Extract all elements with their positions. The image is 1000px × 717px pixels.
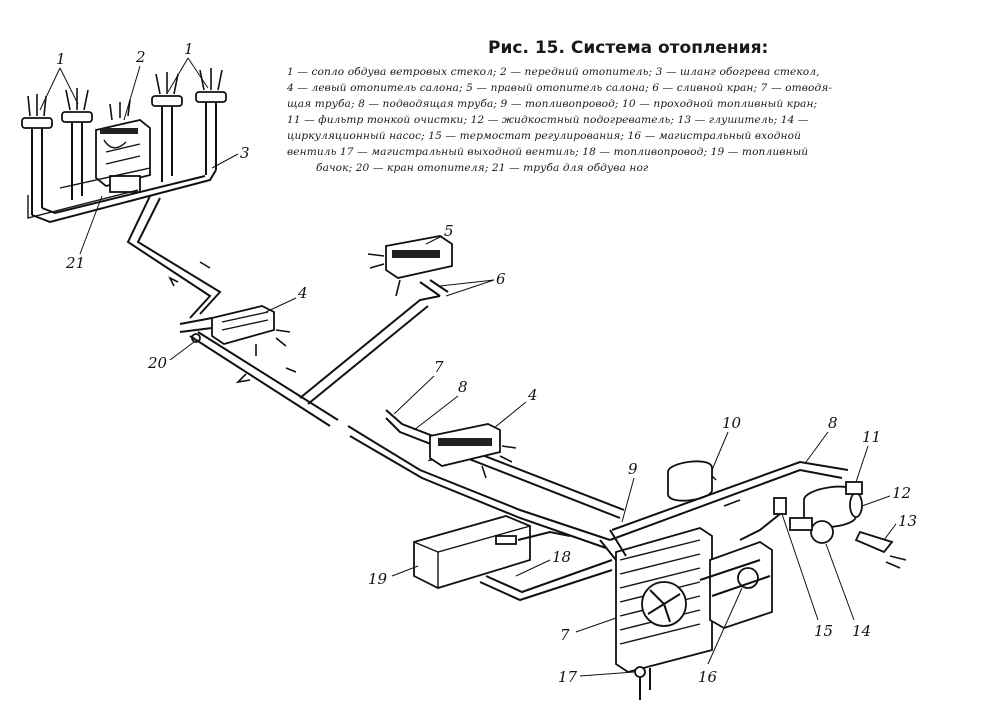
label-19: 19 bbox=[368, 570, 388, 588]
front-heater bbox=[95, 119, 151, 193]
windshield-nozzle-right bbox=[151, 95, 183, 182]
windshield-nozzle-right-2 bbox=[195, 91, 227, 175]
label-3: 3 bbox=[240, 144, 250, 162]
pipeline-center bbox=[189, 295, 441, 427]
label-7b: 7 bbox=[560, 626, 570, 644]
left-cabin-heater bbox=[179, 305, 291, 356]
caption-line-6: вентиль 17 — магистральный выходной вент… bbox=[287, 146, 809, 158]
circulation-pump bbox=[789, 517, 834, 544]
pipeline-rear bbox=[347, 409, 625, 549]
main-pipeline-front bbox=[126, 195, 222, 319]
label-11: 11 bbox=[862, 428, 881, 446]
front-heater-assembly bbox=[21, 68, 227, 224]
label-21: 21 bbox=[65, 254, 85, 272]
label-20: 20 bbox=[147, 354, 168, 372]
fine-filter bbox=[845, 481, 863, 495]
liquid-preheater bbox=[803, 485, 863, 529]
airflow-arrows-front bbox=[27, 68, 223, 121]
label-10: 10 bbox=[722, 414, 742, 432]
label-18: 18 bbox=[552, 548, 571, 566]
label-1b: 1 bbox=[184, 40, 194, 58]
label-4b: 4 bbox=[527, 386, 538, 404]
caption-line-2: 4 — левый отопитель салона; 5 — правый о… bbox=[287, 82, 833, 94]
label-9: 9 bbox=[628, 460, 638, 478]
engine-and-radiator bbox=[599, 527, 773, 700]
label-6: 6 bbox=[496, 270, 506, 288]
fuel-pass-tap bbox=[667, 460, 717, 502]
label-14: 14 bbox=[852, 622, 871, 640]
label-15: 15 bbox=[814, 622, 833, 640]
glass-heating-hose bbox=[31, 169, 217, 224]
thermostat bbox=[739, 497, 787, 541]
caption-line-1: 1 — сопло обдува ветровых стекол; 2 — пе… bbox=[287, 66, 820, 78]
label-4a: 4 bbox=[297, 284, 308, 302]
windshield-nozzle-left bbox=[21, 117, 53, 215]
muffler bbox=[854, 530, 907, 569]
label-12: 12 bbox=[892, 484, 911, 502]
label-13: 13 bbox=[898, 512, 917, 530]
figure-caption-title: Рис. 15. Система отопления: bbox=[488, 38, 769, 58]
label-1a: 1 bbox=[56, 50, 66, 68]
label-5: 5 bbox=[444, 222, 454, 240]
pipeline-to-preheater bbox=[609, 460, 849, 541]
label-17: 17 bbox=[558, 668, 578, 686]
label-16: 16 bbox=[698, 668, 718, 686]
label-2: 2 bbox=[135, 48, 146, 66]
left-cabin-heater-rear bbox=[429, 423, 517, 479]
caption-line-5: циркуляционный насос; 15 — термостат рег… bbox=[287, 130, 802, 142]
caption-line-3: щая труба; 8 — подводящая труба; 9 — топ… bbox=[287, 98, 818, 110]
label-7a: 7 bbox=[434, 358, 444, 376]
callout-labels: 1 1 2 3 21 5 6 4 20 7 8 4 10 8 bbox=[39, 40, 917, 686]
fuel-tank bbox=[413, 515, 571, 589]
fuel-line-18 bbox=[479, 559, 613, 602]
caption-line-7: бачок; 20 — кран отопителя; 21 — труба д… bbox=[316, 162, 649, 174]
right-cabin-heater bbox=[367, 235, 453, 297]
label-8b: 8 bbox=[828, 414, 838, 432]
caption-line-4: 11 — фильтр тонкой очистки; 12 — жидкост… bbox=[287, 114, 809, 126]
label-8a: 8 bbox=[458, 378, 468, 396]
